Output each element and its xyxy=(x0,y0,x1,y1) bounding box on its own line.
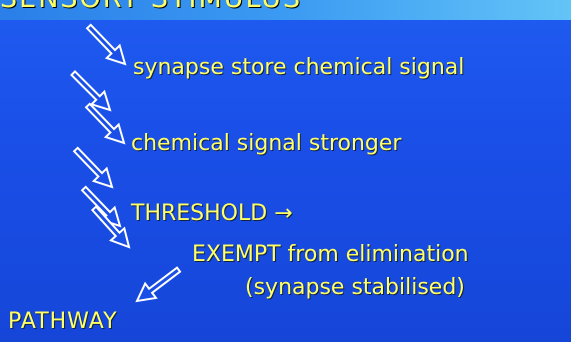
hollow-arrow-icon xyxy=(68,142,120,195)
hollow-arrow-icon xyxy=(81,19,133,72)
title-text: SENSORY STIMULUS xyxy=(0,0,302,14)
hollow-arrow-icon xyxy=(76,181,128,234)
step-stabilised: (synapse stabilised) xyxy=(245,275,465,300)
outcome-pathway: PATHWAY xyxy=(8,309,118,334)
step-signal-stronger: chemical signal stronger xyxy=(131,131,402,156)
hollow-arrow-icon xyxy=(130,261,185,310)
title-banner: SENSORY STIMULUS xyxy=(0,0,571,20)
step-store-signal: synapse store chemical signal xyxy=(133,55,465,80)
step-exempt: EXEMPT from elimination xyxy=(192,242,469,267)
step-threshold: THRESHOLD → xyxy=(131,201,293,226)
